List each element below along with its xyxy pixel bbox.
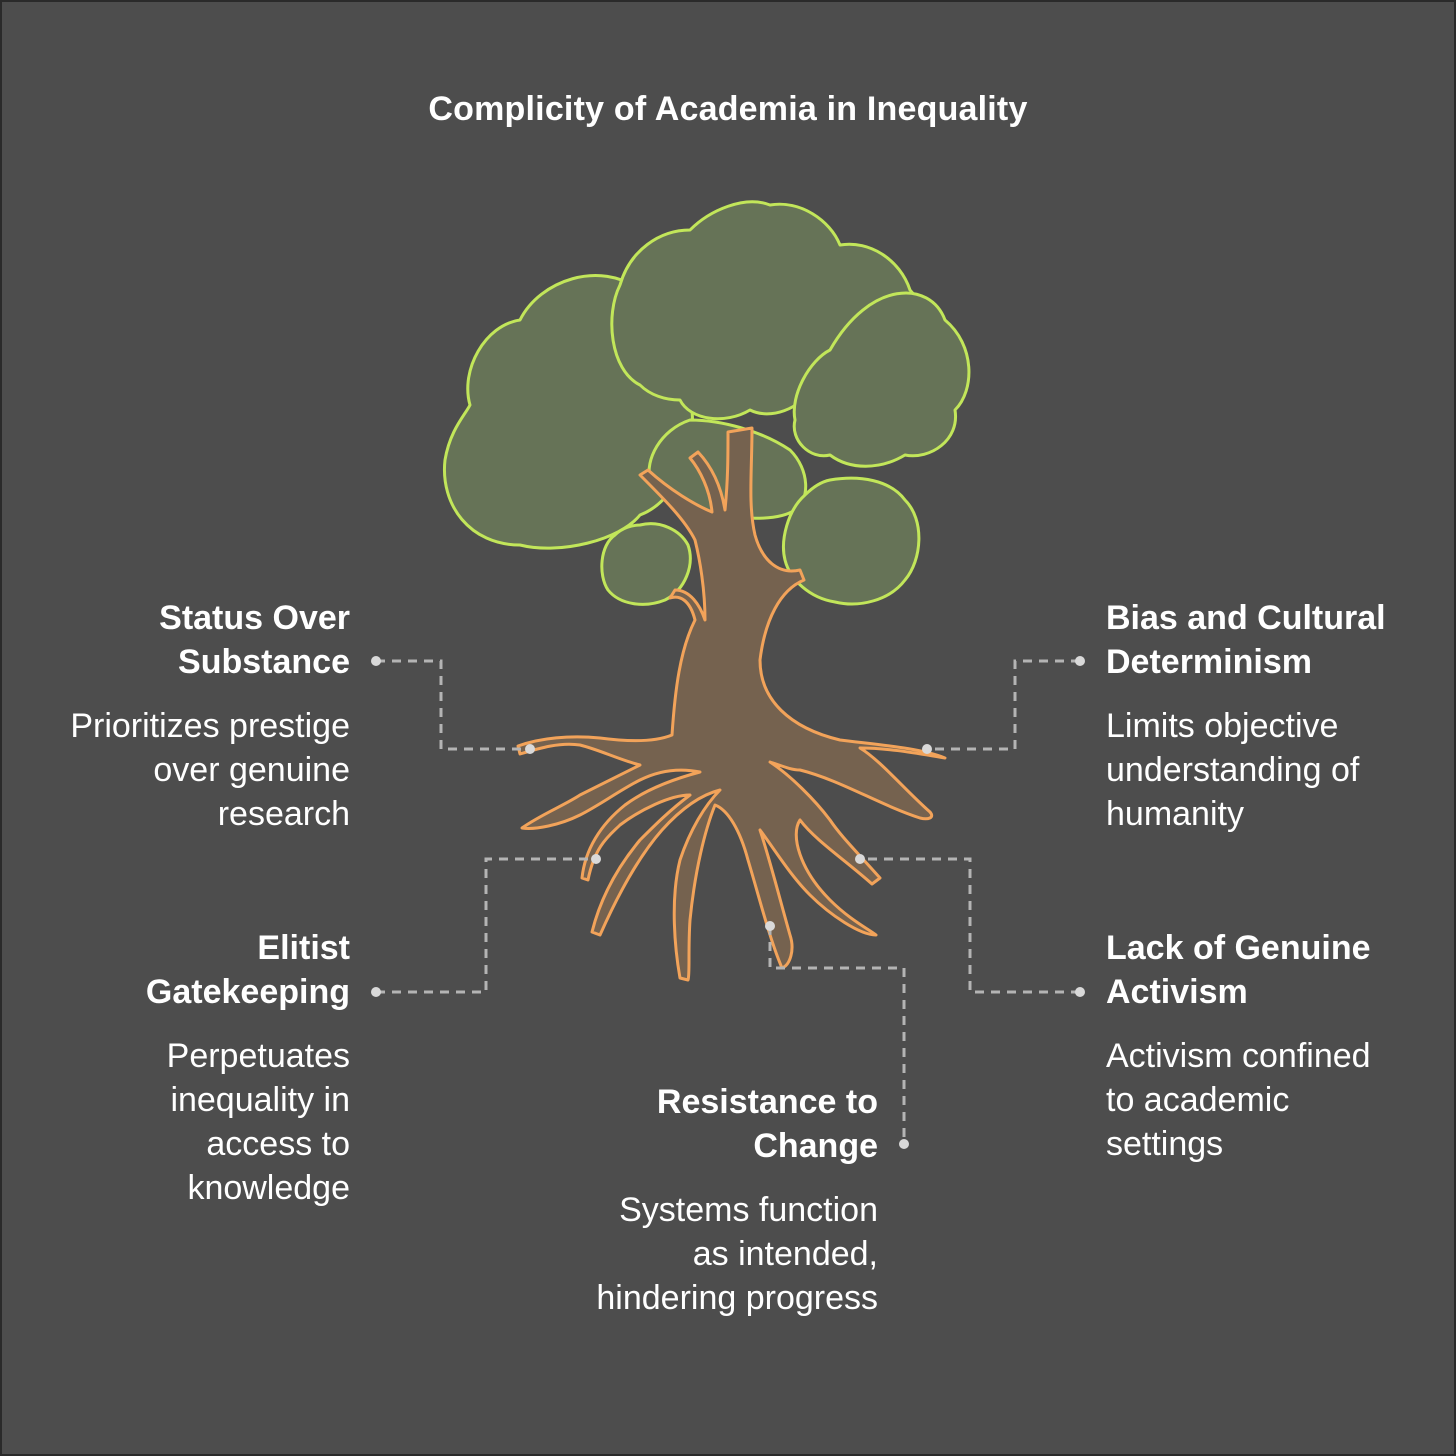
connector-elitist-gatekeeping [376, 857, 596, 994]
endpoint-dot [1075, 987, 1085, 997]
item-status-over-substance: Status Over Substance Prioritizes presti… [40, 596, 350, 836]
endpoint-dot [765, 921, 775, 931]
endpoint-dot [591, 854, 601, 864]
item-description: Systems function as intended, hindering … [596, 1191, 878, 1317]
endpoint-dot [371, 987, 381, 997]
connector-bias-and-cultural-determinism [927, 659, 1080, 751]
item-description: Limits objective understanding of humani… [1106, 707, 1360, 833]
item-description: Activism confined to academic settings [1106, 1037, 1371, 1163]
item-heading: Elitist Gatekeeping [145, 929, 350, 1011]
connector-status-over-substance [376, 659, 530, 751]
item-bias-and-cultural-determinism: Bias and Cultural Determinism Limits obj… [1106, 596, 1406, 836]
foliage-cluster-small-right [782, 476, 921, 606]
connector-resistance-to-change [768, 926, 906, 1144]
item-heading: Lack of Genuine Activism [1106, 929, 1371, 1011]
foliage-cluster-small-left [600, 522, 692, 606]
endpoint-dot [922, 744, 932, 754]
item-lack-of-genuine-activism: Lack of Genuine Activism Activism confin… [1106, 926, 1406, 1166]
tree-icon [442, 200, 971, 982]
tree-foliage [442, 200, 971, 606]
diagram-title: Complicity of Academia in Inequality [428, 90, 1028, 128]
foliage-cluster-right [792, 291, 971, 468]
endpoint-dot [899, 1139, 909, 1149]
item-resistance-to-change: Resistance to Change Systems function as… [580, 1080, 878, 1320]
tree-trunk-and-roots [516, 426, 947, 982]
connector-endpoints [371, 656, 1085, 1149]
item-description: Perpetuates inequality in access to know… [166, 1037, 350, 1207]
item-elitist-gatekeeping: Elitist Gatekeeping Perpetuates inequali… [100, 926, 350, 1210]
item-heading: Bias and Cultural Determinism [1106, 599, 1386, 681]
connector-lack-of-genuine-activism [860, 857, 1080, 994]
item-heading: Resistance to Change [656, 1083, 878, 1165]
endpoint-dot [855, 854, 865, 864]
connectors [376, 659, 1080, 1144]
item-heading: Status Over Substance [159, 599, 350, 681]
endpoint-dot [525, 744, 535, 754]
endpoint-dot [371, 656, 381, 666]
item-description: Prioritizes prestige over genuine resear… [70, 707, 350, 833]
endpoint-dot [1075, 656, 1085, 666]
